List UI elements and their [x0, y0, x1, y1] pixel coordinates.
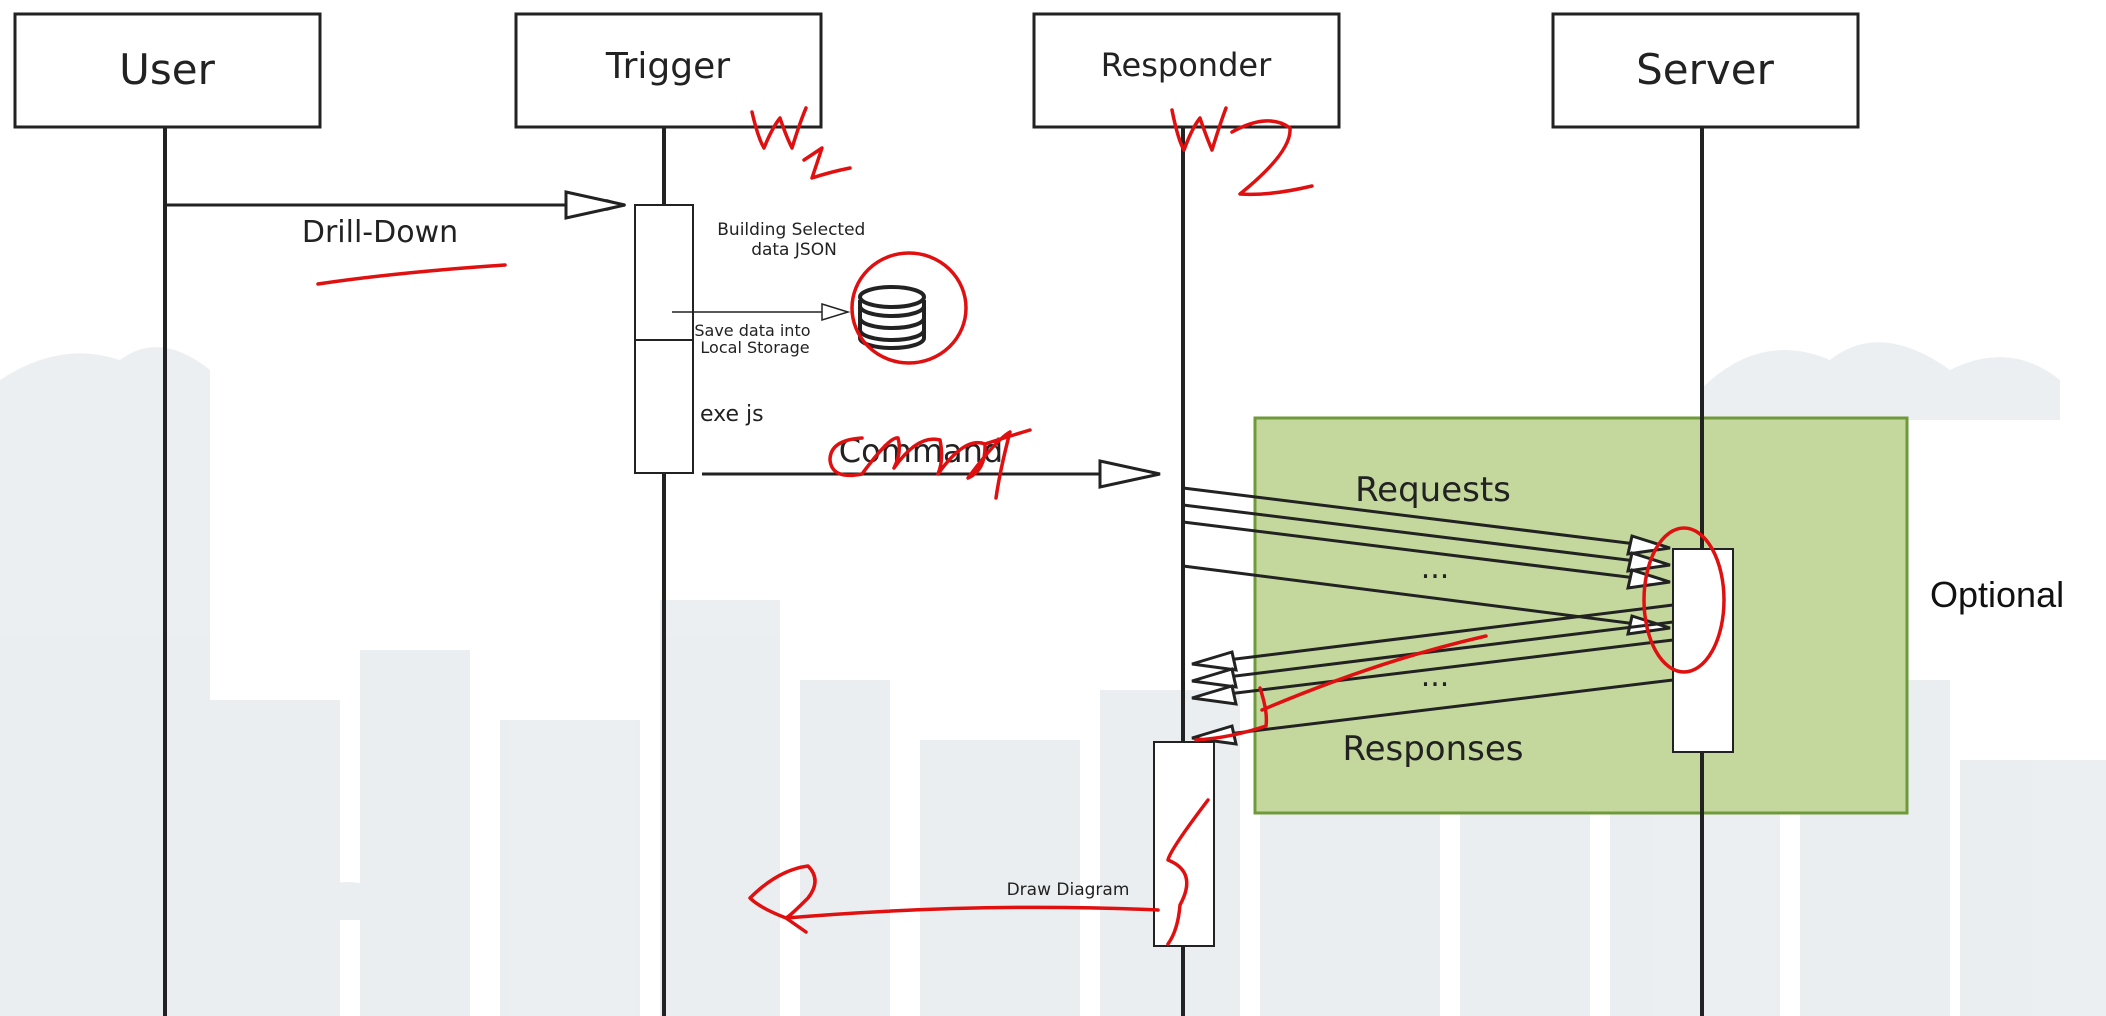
background-skyline [0, 342, 2106, 1016]
participant-label-user: User [119, 45, 215, 94]
w1-annotation [750, 106, 852, 180]
optional-label: Optional [1930, 574, 2064, 615]
request-arrow-3 [1182, 520, 1669, 584]
exe-js-label: exe js [700, 402, 764, 427]
activation-bar-trigger-upper [634, 204, 694, 341]
database-circle-annotation [850, 251, 968, 365]
response-arrow-4 [1194, 678, 1674, 740]
red-annotations [316, 106, 1726, 946]
message-drill-down: Drill-Down [165, 190, 626, 250]
drill-down-arrowhead [564, 190, 626, 220]
w2-annotation [1170, 106, 1314, 197]
message-command: Command [702, 432, 1161, 489]
message-save-local-storage: Save data into Local Storage [672, 302, 851, 357]
response-arrowhead-3 [1191, 684, 1238, 706]
response-arrowhead-2 [1191, 667, 1238, 689]
request-arrowhead-3 [1626, 568, 1671, 590]
participant-box-responder [1032, 12, 1341, 129]
participant-trigger: Trigger [514, 12, 823, 129]
request-arrow-2 [1182, 503, 1669, 567]
participant-label-trigger: Trigger [605, 46, 730, 87]
participant-box-server [1551, 12, 1860, 129]
request-arrow-1 [1182, 486, 1669, 550]
participant-responder: Responder [1032, 12, 1341, 129]
save-arrowhead [821, 302, 851, 322]
responder-squiggle-annotation [1166, 798, 1210, 946]
activation-bar-responder [1153, 741, 1215, 947]
response-arrow-1 [1194, 603, 1674, 666]
participant-label-responder: Responder [1101, 46, 1272, 84]
request-arrow-4 [1182, 564, 1669, 630]
responses-group [1191, 603, 1674, 746]
response-arrow-3 [1194, 638, 1674, 700]
activation-bar-trigger-lower [634, 339, 694, 474]
participant-user: User [13, 12, 322, 129]
save-label: Save data into Local Storage [694, 321, 815, 357]
save-label-line-1: Save data into [694, 321, 810, 340]
request-arrowhead-1 [1626, 534, 1671, 556]
command-arrowhead [1098, 459, 1161, 489]
draw-diagram-arrow-annotation [748, 864, 1160, 934]
responses-ellipsis: ... [1421, 659, 1450, 694]
database-icon [858, 285, 926, 350]
requests-label: Requests [1355, 470, 1511, 510]
draw-diagram-label: Draw Diagram [1007, 880, 1130, 900]
response-arrow-annotation [1194, 634, 1488, 742]
command-scribble [828, 428, 1032, 500]
command-label: Command [839, 432, 1003, 470]
server-activation-circle-annotation [1642, 526, 1726, 674]
drill-down-underline [316, 263, 507, 286]
participant-server: Server [1551, 12, 1860, 129]
response-arrowhead-1 [1191, 650, 1238, 672]
drill-down-label: Drill-Down [302, 215, 458, 250]
save-label-line-2: Local Storage [700, 338, 809, 357]
participant-box-trigger [514, 12, 823, 129]
requests-ellipsis: ... [1421, 551, 1450, 586]
participant-label-server: Server [1636, 45, 1774, 94]
building-json-line-1: Building Selected [717, 220, 865, 240]
building-json-line-2: data JSON [751, 240, 837, 260]
building-json-label: Building Selected data JSON [717, 220, 870, 260]
response-arrow-2 [1194, 620, 1674, 683]
participant-box-user [13, 12, 322, 129]
responses-label: Responses [1342, 729, 1523, 769]
